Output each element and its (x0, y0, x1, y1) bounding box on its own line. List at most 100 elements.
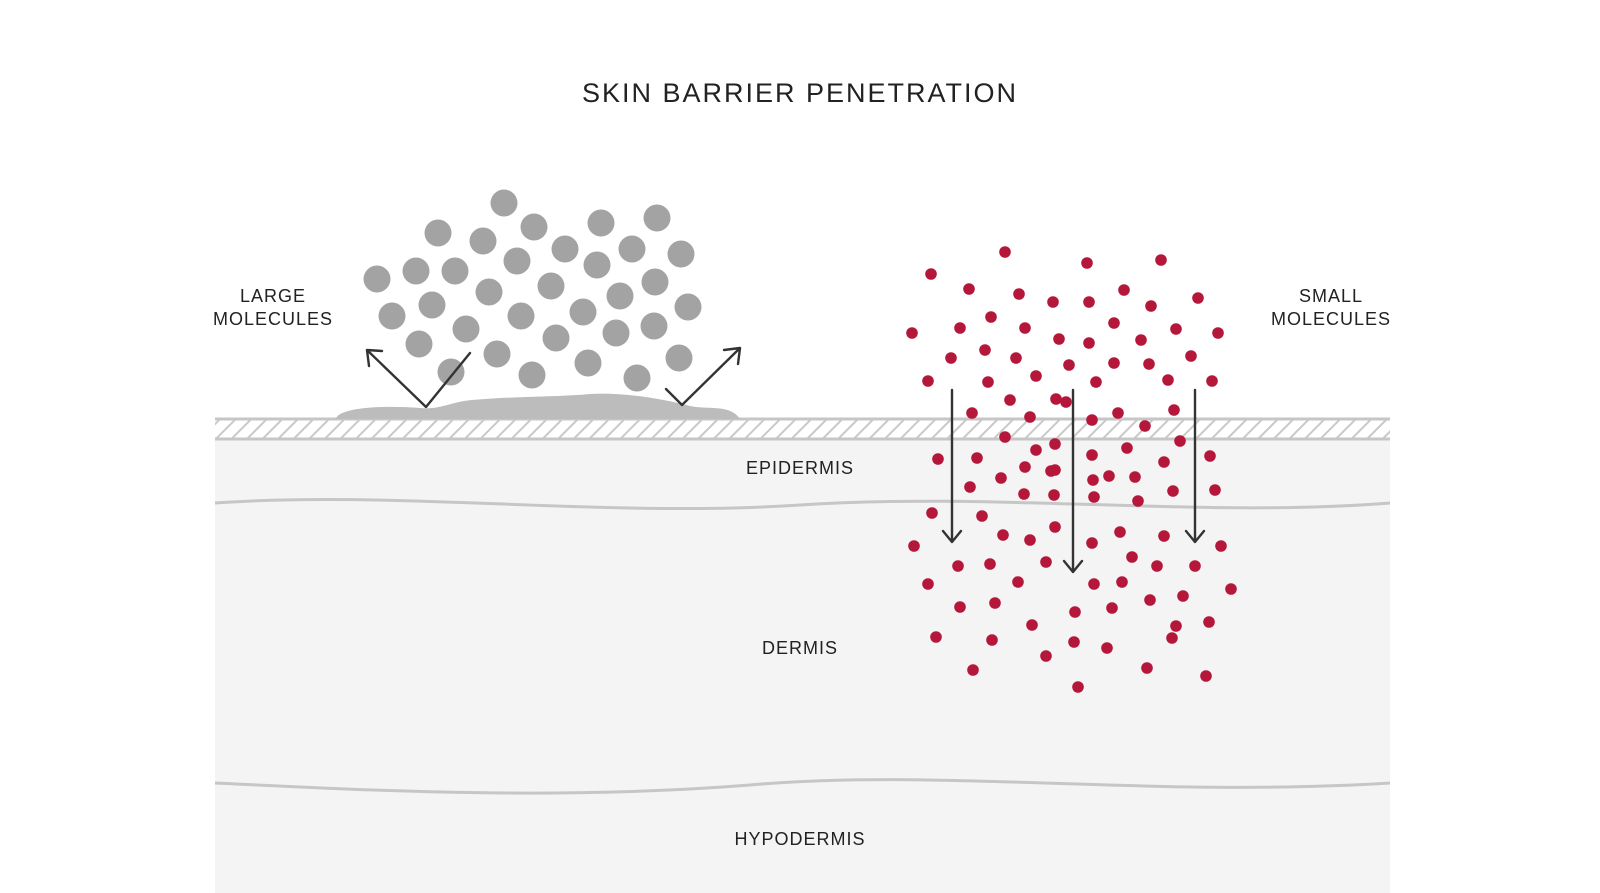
small-molecule (1108, 317, 1120, 329)
small-molecule (1206, 375, 1218, 387)
small-molecule (1225, 583, 1237, 595)
small-molecule (966, 407, 978, 419)
small-molecule (1215, 540, 1227, 552)
large-molecule (618, 235, 646, 263)
small-molecule (945, 352, 957, 364)
epidermis-label: EPIDERMIS (745, 458, 855, 478)
small-molecule (1050, 393, 1062, 405)
large-molecule (405, 330, 433, 358)
small-molecule (997, 529, 1009, 541)
small-molecule (1053, 333, 1065, 345)
large-molecule (520, 213, 548, 241)
small-molecule (963, 283, 975, 295)
large-molecule (667, 240, 695, 268)
dermis-hypodermis-boundary (214, 778, 1391, 795)
epidermis-dermis-boundary (214, 497, 1391, 511)
large-molecule (507, 302, 535, 330)
small-molecule (1060, 396, 1072, 408)
small-molecule (967, 664, 979, 676)
small-molecule (930, 631, 942, 643)
large-molecules-cluster (363, 189, 702, 392)
large-molecule (640, 312, 668, 340)
small-molecule (1019, 461, 1031, 473)
small-molecule (1132, 495, 1144, 507)
small-molecule (1086, 414, 1098, 426)
penetration-arrows (941, 388, 1206, 574)
small-molecule (1145, 300, 1157, 312)
large-molecule (574, 349, 602, 377)
small-molecule (1049, 521, 1061, 533)
small-molecule (1083, 296, 1095, 308)
small-molecule (1203, 616, 1215, 628)
large-molecule (606, 282, 634, 310)
large-molecule (641, 268, 669, 296)
repel-arrow-left (365, 348, 472, 409)
small-molecule (1088, 491, 1100, 503)
small-molecule (1024, 411, 1036, 423)
small-molecule (1106, 602, 1118, 614)
small-molecule (1167, 485, 1179, 497)
small-molecule (1103, 470, 1115, 482)
small-molecule (1090, 376, 1102, 388)
small-molecule (1018, 488, 1030, 500)
small-molecule (1040, 650, 1052, 662)
small-molecule (952, 560, 964, 572)
small-molecule (976, 510, 988, 522)
small-molecule (1081, 257, 1093, 269)
small-molecule (984, 558, 996, 570)
small-molecule (1155, 254, 1167, 266)
large-molecule (424, 219, 452, 247)
small-molecule (1141, 662, 1153, 674)
large-molecule (542, 324, 570, 352)
small-molecule (925, 268, 937, 280)
small-molecule (922, 578, 934, 590)
small-molecule (954, 601, 966, 613)
small-molecule (1116, 576, 1128, 588)
residue-film (336, 393, 740, 419)
small-molecule (999, 431, 1011, 443)
large-molecule (537, 272, 565, 300)
large-molecule (452, 315, 480, 343)
large-molecule (503, 247, 531, 275)
small-molecules-cloud (906, 246, 1237, 693)
small-molecule (1168, 404, 1180, 416)
small-molecule (908, 540, 920, 552)
small-molecule (1019, 322, 1031, 334)
large-molecule (518, 361, 546, 389)
large-molecule (623, 364, 651, 392)
small-molecule (1170, 620, 1182, 632)
small-molecule (1174, 435, 1186, 447)
small-molecule (906, 327, 918, 339)
penetration-arrow-3 (1184, 388, 1206, 544)
large-molecule (475, 278, 503, 306)
small-molecule (1170, 323, 1182, 335)
small-molecule (1118, 284, 1130, 296)
small-molecule (1068, 636, 1080, 648)
small-molecule (1040, 556, 1052, 568)
small-molecule (979, 344, 991, 356)
small-molecule (1030, 370, 1042, 382)
small-molecule (932, 453, 944, 465)
large-molecule (643, 204, 671, 232)
large-molecule (583, 251, 611, 279)
small-molecule (922, 375, 934, 387)
small-molecule (1112, 407, 1124, 419)
dermis-label: DERMIS (761, 638, 838, 658)
small-molecule (1189, 560, 1201, 572)
diagram-title: SKIN BARRIER PENETRATION (581, 78, 1019, 108)
small-molecule (1114, 526, 1126, 538)
small-molecule (1144, 594, 1156, 606)
small-molecule (1158, 456, 1170, 468)
small-molecule (1177, 590, 1189, 602)
small-molecule (1024, 534, 1036, 546)
small-molecule (1200, 670, 1212, 682)
small-molecule (1069, 606, 1081, 618)
small-molecule (1126, 551, 1138, 563)
large-molecule (602, 319, 630, 347)
large-molecule (469, 227, 497, 255)
large-molecule (490, 189, 518, 217)
small-molecule (1121, 442, 1133, 454)
small-molecule (1012, 576, 1024, 588)
large-molecule (483, 340, 511, 368)
small-molecule (1004, 394, 1016, 406)
